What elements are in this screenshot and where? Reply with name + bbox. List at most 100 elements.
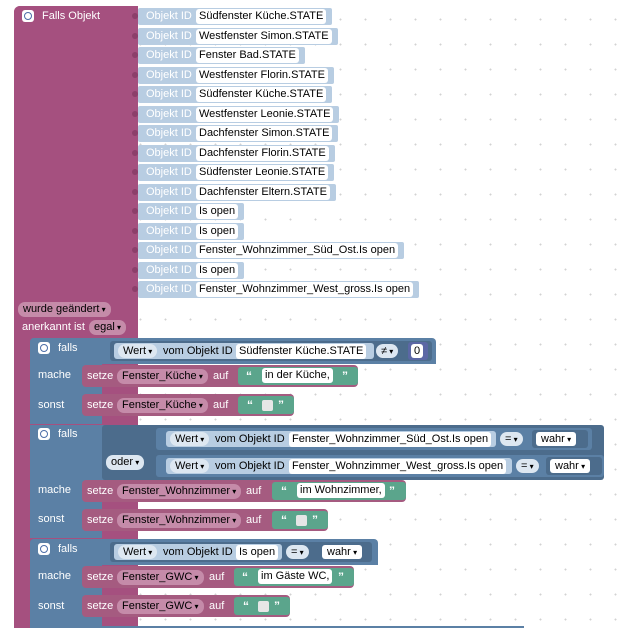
object-id-field[interactable]: Fenster_Wohnzimmer_West_gross.Is open [196, 282, 414, 297]
close-quote: ” [278, 398, 284, 412]
object-id-field[interactable]: Is open [196, 204, 239, 219]
operator-dropdown-1[interactable]: ≠ [376, 344, 399, 358]
object-id-field[interactable]: Südfenster Leonie.STATE [196, 165, 329, 180]
text-value-2[interactable]: im Wohnzimmer, [297, 483, 385, 498]
object-id-field[interactable]: Dachfenster Florin.STATE [196, 146, 329, 161]
object-id-field[interactable]: Fenster Bad.STATE [196, 48, 299, 63]
var-dropdown-2b[interactable]: Fenster_Wohnzimmer [117, 513, 242, 528]
if-label: falls [58, 342, 78, 354]
var-dropdown-3b[interactable]: Fenster_GWC [117, 599, 204, 614]
object-id-field[interactable]: Südfenster Küche.STATE [196, 9, 327, 24]
set-label: setze [87, 600, 114, 612]
text-value-3[interactable]: im Gäste WC, [258, 569, 333, 584]
connector-notch [132, 150, 138, 156]
bool-dropdown-3[interactable]: wahr [322, 545, 363, 559]
object-id-label: Objekt ID [146, 69, 192, 81]
then-label: mache [38, 570, 72, 582]
object-field-2a[interactable]: Fenster_Wohnzimmer_Süd_Ost.Is open [289, 432, 492, 447]
var-dropdown-1b[interactable]: Fenster_Küche [117, 398, 208, 413]
empty-text-field[interactable] [296, 515, 307, 526]
or-dropdown[interactable]: oder [106, 455, 145, 470]
else-label: sonst [38, 600, 65, 612]
if-label: falls [58, 428, 78, 440]
object-id-label: Objekt ID [146, 225, 192, 237]
wert-dropdown[interactable]: Wert [170, 459, 210, 473]
gear-icon[interactable] [38, 428, 50, 440]
object-field-1[interactable]: Südfenster Küche.STATE [236, 344, 367, 359]
vom-objekt-id-label: vom Objekt ID [215, 460, 285, 472]
operator-dropdown-2b[interactable]: = [516, 459, 539, 473]
text-value-1[interactable]: in der Küche, [262, 368, 333, 383]
connector-notch [132, 267, 138, 273]
next-block-edge [30, 626, 524, 628]
connector-notch [132, 189, 138, 195]
vom-objekt-id-label: vom Objekt ID [163, 345, 233, 357]
number-value-1[interactable]: 0 [411, 344, 424, 358]
empty-text-field[interactable] [258, 601, 269, 612]
bool-dropdown-2a[interactable]: wahr [536, 432, 577, 446]
empty-text-field[interactable] [262, 400, 273, 411]
object-id-block[interactable]: Objekt ID Westfenster Leonie.STATE [138, 106, 339, 123]
object-id-field[interactable]: Dachfenster Simon.STATE [196, 126, 333, 141]
object-id-field[interactable]: Dachfenster Eltern.STATE [196, 185, 330, 200]
gear-icon[interactable] [22, 10, 34, 22]
connector-notch [132, 130, 138, 136]
object-id-field[interactable]: Westfenster Florin.STATE [196, 68, 328, 83]
else-label: sonst [38, 399, 65, 411]
wert-dropdown[interactable]: Wert [118, 545, 158, 559]
wert-dropdown[interactable]: Wert [170, 432, 210, 446]
object-id-field[interactable]: Is open [196, 224, 239, 239]
object-field-2b[interactable]: Fenster_Wohnzimmer_West_gross.Is open [289, 459, 507, 474]
connector-notch [132, 111, 138, 117]
open-quote: “ [247, 398, 253, 412]
wert-dropdown[interactable]: Wert [118, 344, 158, 358]
object-id-block[interactable]: Objekt ID Westfenster Florin.STATE [138, 67, 334, 84]
to-label: auf [209, 571, 225, 583]
object-id-label: Objekt ID [146, 108, 192, 120]
if-block-1-sonst [30, 390, 82, 424]
trigger-dropdown[interactable]: wurde geändert [18, 302, 111, 317]
connector-notch [132, 13, 138, 19]
object-id-field[interactable]: Westfenster Simon.STATE [196, 29, 332, 44]
open-quote: “ [281, 484, 287, 498]
operator-dropdown-2a[interactable]: = [500, 432, 523, 446]
var-dropdown-3[interactable]: Fenster_GWC [117, 570, 204, 585]
object-id-label: Objekt ID [146, 30, 192, 42]
var-dropdown-2[interactable]: Fenster_Wohnzimmer [117, 484, 242, 499]
gear-icon[interactable] [38, 342, 50, 354]
if-block-2-sonst [30, 506, 82, 538]
then-label: mache [38, 484, 72, 496]
operator-dropdown-3[interactable]: = [286, 545, 309, 559]
ack-dropdown[interactable]: egal [89, 320, 127, 335]
open-quote: “ [242, 570, 248, 584]
object-field-3[interactable]: Is open [236, 545, 279, 560]
object-id-field[interactable]: Westfenster Leonie.STATE [196, 107, 334, 122]
if-block-1-mache [30, 364, 82, 390]
gear-icon[interactable] [38, 543, 50, 555]
bool-dropdown-2b[interactable]: wahr [550, 459, 591, 473]
object-id-field[interactable]: Südfenster Küche.STATE [196, 87, 327, 102]
to-label: auf [209, 600, 225, 612]
object-id-block[interactable]: Objekt ID Is open [138, 223, 244, 240]
if-block-3-sonst [30, 591, 82, 628]
object-id-field[interactable]: Is open [196, 263, 239, 278]
object-id-field[interactable]: Fenster_Wohnzimmer_Süd_Ost.Is open [196, 243, 399, 258]
close-quote: ” [342, 369, 348, 383]
then-label: mache [38, 369, 72, 381]
event-block-top-bar [14, 6, 138, 28]
object-id-block[interactable]: Objekt ID Westfenster Simon.STATE [138, 28, 338, 45]
set-label: setze [87, 485, 114, 497]
var-dropdown-1[interactable]: Fenster_Küche [117, 369, 208, 384]
open-quote: “ [243, 599, 249, 613]
